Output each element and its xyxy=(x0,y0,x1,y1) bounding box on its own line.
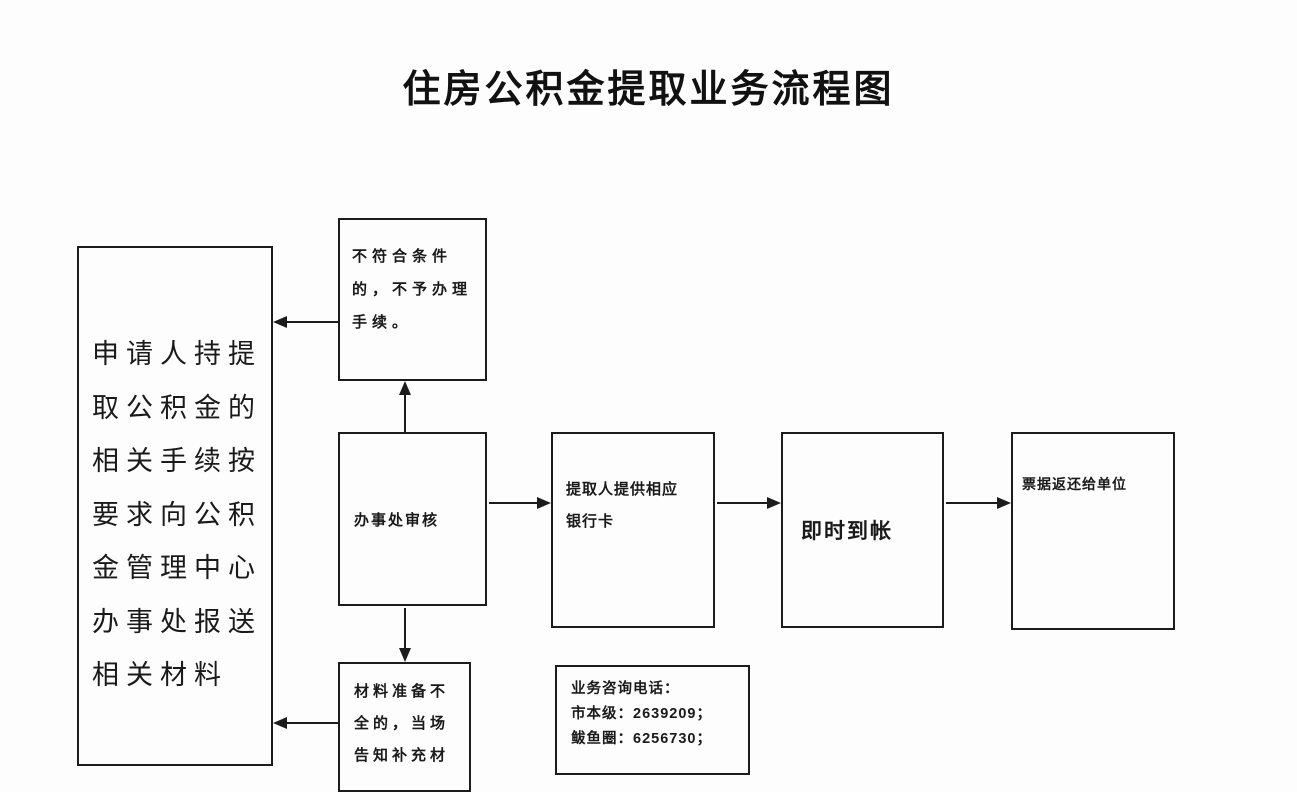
applicant-line: 办事处报送 xyxy=(92,606,262,637)
arrowhead-left-icon xyxy=(273,316,287,328)
incomplete-line: 全的，当场 xyxy=(354,715,450,732)
connector-reject-to-applicant xyxy=(285,321,338,323)
page-title: 住房公积金提取业务流程图 xyxy=(402,69,895,111)
reject-line: 不符合条件 xyxy=(352,248,453,265)
applicant-line: 金管理中心 xyxy=(92,553,262,583)
hotline-line: 鲅鱼圈：6256730； xyxy=(571,731,712,747)
incomplete-materials-box: 材料准备不 全的，当场 告知补充材 xyxy=(338,662,471,792)
review-label: 办事处审核 xyxy=(354,511,440,529)
applicant-line: 申请人持提 xyxy=(92,339,262,369)
connector-bankcard-to-instant xyxy=(717,502,769,504)
reject-box: 不符合条件 的，不予办理 手续。 xyxy=(338,218,487,381)
receipt-return-box: 票据返还给单位 xyxy=(1011,432,1175,630)
arrowhead-right-icon xyxy=(997,497,1011,509)
applicant-line: 相关材料 xyxy=(92,660,228,690)
arrowhead-down-icon xyxy=(399,648,411,662)
review-box: 办事处审核 xyxy=(338,432,487,606)
hotline-line: 市本级：2639209； xyxy=(571,706,712,722)
arrowhead-up-icon xyxy=(399,381,411,395)
incomplete-line: 告知补充材 xyxy=(354,747,450,764)
bankcard-line: 银行卡 xyxy=(566,513,615,530)
bankcard-box: 提取人提供相应 银行卡 xyxy=(551,432,715,628)
arrowhead-right-icon xyxy=(767,497,781,509)
flowchart-canvas: 住房公积金提取业务流程图 申请人持提 取公积金的 相关手续按 要求向公积 金管理… xyxy=(77,69,1175,792)
reject-line: 的，不予办理 xyxy=(352,281,473,298)
instant-arrival-box: 即时到帐 xyxy=(781,432,944,628)
arrowhead-right-icon xyxy=(537,497,551,509)
arrowhead-left-icon xyxy=(273,717,287,729)
reject-line: 手续。 xyxy=(352,314,413,331)
connector-incomplete-to-applicant xyxy=(285,722,338,724)
hotline-box: 业务咨询电话： 市本级：2639209； 鲅鱼圈：6256730； xyxy=(555,665,750,775)
connector-review-to-incomplete xyxy=(404,608,406,650)
hotline-line: 业务咨询电话： xyxy=(571,681,680,697)
receipt-return-label: 票据返还给单位 xyxy=(1022,476,1127,492)
instant-arrival-label: 即时到帐 xyxy=(801,520,893,543)
applicant-line: 取公积金的 xyxy=(92,392,262,423)
applicant-line: 要求向公积 xyxy=(92,499,262,530)
applicant-box: 申请人持提 取公积金的 相关手续按 要求向公积 金管理中心 办事处报送 相关材料 xyxy=(77,246,273,766)
connector-instant-to-receipt xyxy=(946,502,998,504)
connector-review-to-bankcard xyxy=(489,502,539,504)
incomplete-line: 材料准备不 xyxy=(354,683,450,700)
applicant-line: 相关手续按 xyxy=(92,446,262,476)
connector-review-to-reject xyxy=(404,392,406,432)
bankcard-line: 提取人提供相应 xyxy=(566,481,679,498)
